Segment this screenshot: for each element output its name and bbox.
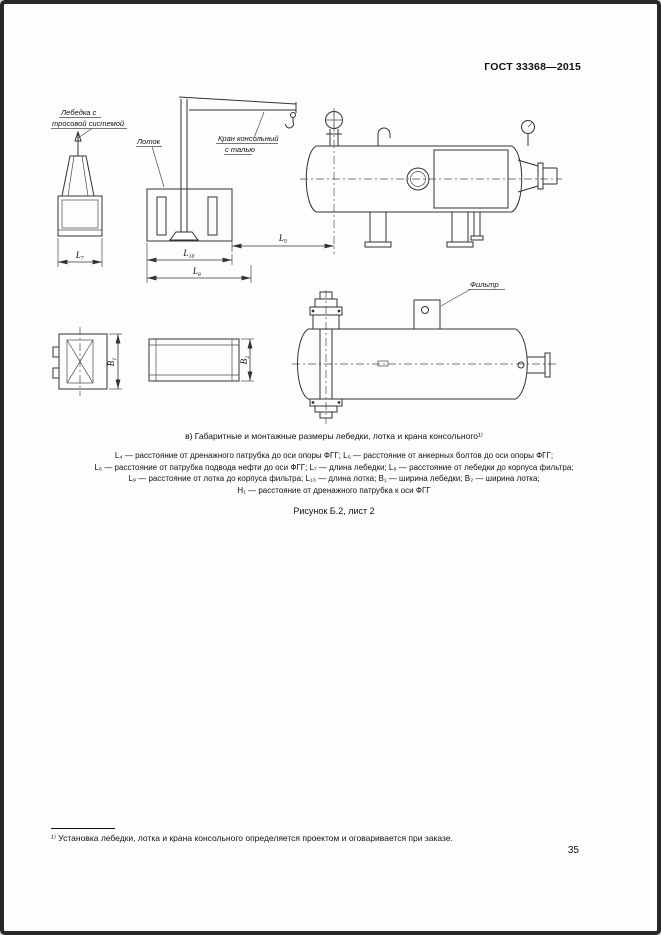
winch-plan-view: [52, 327, 108, 396]
dim-label-b1: B₁: [106, 358, 116, 367]
legend-line: H₁ — расстояние от дренажного патрубка к…: [237, 485, 431, 495]
dim-label-l10: L₁₀: [182, 248, 194, 258]
winch-label-text-2: тросовой системой: [52, 119, 125, 128]
dim-label-l8: L₈: [192, 266, 201, 276]
footnote-separator: [51, 828, 115, 829]
legend-line: L₆ — расстояние от патрубка подвода нефт…: [94, 462, 574, 472]
console-crane: [169, 96, 297, 241]
valve-handwheel-icon: [325, 111, 343, 146]
crane-label: Кран консольный с талью: [216, 111, 279, 155]
dim-label-l9: L₉: [278, 233, 287, 243]
dim-label-l7: L₇: [75, 250, 84, 260]
dim-L9: L₉: [231, 233, 334, 252]
tray-label: Лоток: [136, 137, 165, 188]
dim-label-b2: B₂: [239, 356, 249, 365]
filter-label-text: Фильтр: [470, 280, 499, 289]
footnote-text: ¹⁾ Установка лебедки, лотка и крана конс…: [51, 833, 453, 843]
technical-drawing: Лебедка с тросовой системой L₇ Лоток: [51, 96, 562, 424]
winch-label-text-1: Лебедка с: [60, 108, 97, 117]
tray-plan-view: [148, 338, 240, 382]
dim-B1: B₁: [106, 333, 122, 390]
dim-L8: L₈: [146, 265, 252, 283]
dim-L10: L₁₀: [146, 243, 233, 265]
page-header: ГОСТ 33368—2015: [484, 61, 581, 73]
filter-flange-stack: [309, 290, 343, 424]
separator-vessel: [300, 108, 562, 254]
tray-front-view: [146, 188, 233, 242]
filter-vessel: [292, 290, 556, 424]
legend-line: L₄ — расстояние от дренажного патрубка д…: [114, 451, 554, 460]
crane-label-text-1: Кран консольный: [218, 134, 279, 143]
figure-caption: в) Габаритные и монтажные размеры лебедк…: [185, 431, 483, 441]
legend-line: L₉ — расстояние от лотка до корпуса филь…: [128, 474, 540, 483]
crane-label-text-2: с талью: [225, 145, 255, 154]
dim-B2: B₂: [239, 338, 254, 382]
winch-label: Лебедка с тросовой системой: [51, 108, 127, 139]
tray-label-text: Лоток: [136, 137, 161, 146]
filter-label: Фильтр: [440, 280, 505, 307]
pressure-gauge-icon: [521, 120, 535, 146]
swan-neck-pipe: [377, 127, 391, 146]
page-number: 35: [567, 845, 579, 856]
figure-legend: L₄ — расстояние от дренажного патрубка д…: [34, 450, 634, 496]
figure-number: Рисунок Б.2, лист 2: [293, 506, 375, 516]
dim-L7: L₇: [57, 238, 103, 267]
winch-front-view: [57, 130, 103, 237]
